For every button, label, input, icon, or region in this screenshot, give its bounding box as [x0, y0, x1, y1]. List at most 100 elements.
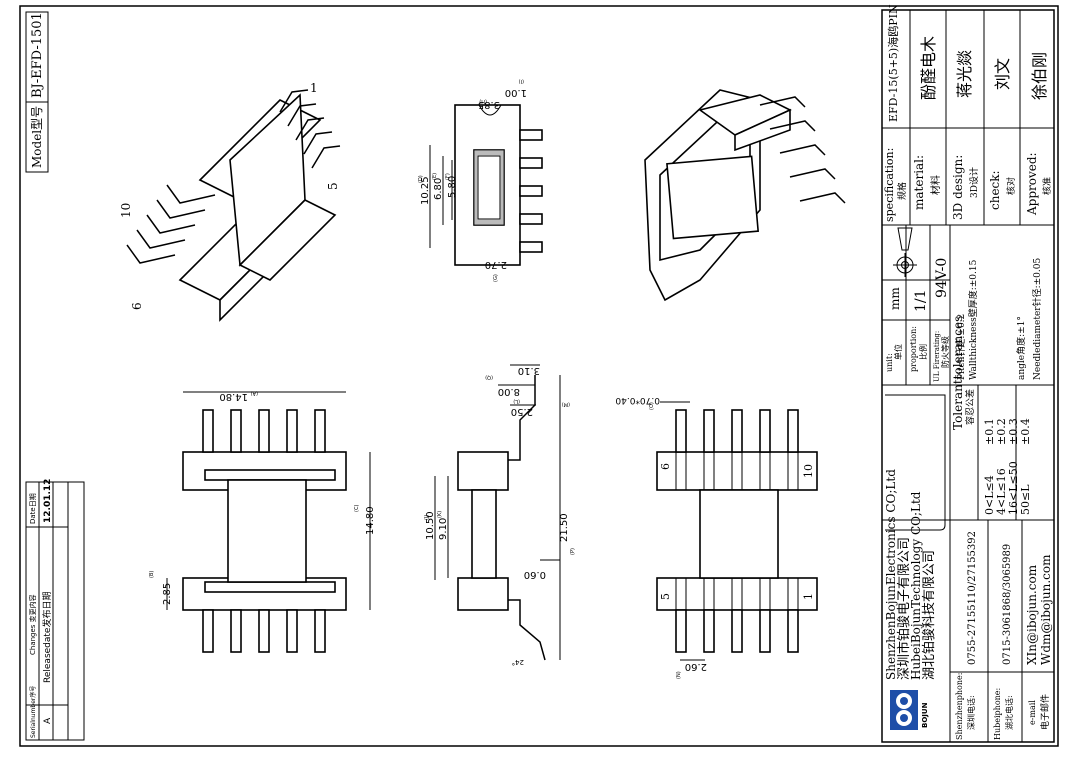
design-label-en: 3D design: — [951, 155, 965, 220]
dim-10-50: 10.50 — [425, 511, 436, 540]
pin-label-6: 6 — [130, 302, 144, 310]
approved-value: 徐伯刚 — [1030, 52, 1049, 100]
spec-label-cn: 规格 — [896, 182, 908, 200]
sz-phone-label-en: Shenzhenphone: — [955, 673, 964, 740]
tolerance-value: ±0.4 — [1019, 418, 1032, 445]
pin — [286, 409, 298, 453]
section-view: 10.25 6.80 5.80 3.85 1.00 2.70 (H) (I) (… — [418, 78, 543, 282]
ref-O: (O) — [649, 402, 655, 410]
projection-symbol-icon — [893, 227, 917, 277]
dim-3-10: 3.10 — [518, 365, 540, 376]
pin-slot — [787, 451, 799, 491]
proportion-label-en: proportion: — [909, 326, 918, 372]
rev-header-date: Date日期 — [29, 493, 37, 524]
pin — [156, 199, 206, 219]
spec-label-en: specification: — [883, 148, 896, 222]
tolerance-title-en: Toleranttolerances — [951, 316, 965, 430]
pin-slot — [703, 451, 715, 491]
model-label: Model型号 — [30, 106, 44, 168]
pin — [202, 409, 214, 453]
pin — [731, 409, 743, 453]
bottom-pin-1: 1 — [802, 593, 815, 600]
pin — [769, 120, 816, 132]
email-value-2: Wdm@ibojun.com — [1039, 554, 1053, 665]
dim-2-85: 2.85 — [162, 583, 173, 605]
tolerance-range: 16<L≤50 — [1007, 461, 1020, 515]
pin — [787, 609, 799, 653]
pin — [303, 131, 333, 155]
pin-label-1: 1 — [310, 81, 318, 95]
pin — [787, 409, 799, 453]
pin — [126, 244, 176, 264]
pin-slot — [675, 451, 687, 491]
rev-change: Releasedate发布日期 — [41, 592, 53, 683]
pin-label-10: 10 — [119, 203, 133, 218]
pin — [295, 117, 325, 141]
dim-0-60: 0.60 — [524, 569, 546, 580]
tolerance-range: 4<L≤16 — [995, 468, 1008, 515]
ref-P: (P) — [570, 548, 576, 555]
revision-table: Serialnumber序号 Changes 变更内容 Date日期 A Rel… — [25, 479, 85, 741]
iso-view-right — [644, 89, 846, 302]
dim-14-80-top: 14.80 — [219, 391, 248, 402]
pin-slot — [759, 451, 771, 491]
dim-1-00: 1.00 — [505, 87, 527, 98]
bottom-pin-5: 5 — [659, 593, 672, 600]
fire-label-en: UL Firerating: — [933, 331, 941, 382]
tolerance-note: Needlediameter针径:±0.05 — [1031, 258, 1043, 380]
hb-phone-label-en: Hubeiphone: — [993, 688, 1002, 740]
tolerance-range: 0<L≤4 — [983, 475, 996, 515]
bottom-view: 6 10 5 1 0.70*0.40 (O) 2.60 (N) (M) — [562, 395, 818, 679]
dim-2-70: 2.70 — [485, 259, 507, 270]
approved-label-cn: 核准 — [1041, 177, 1053, 195]
pin — [519, 213, 543, 225]
pin — [146, 214, 196, 234]
spec-value: EFD-15(5+5)海鸥PIN — [886, 4, 900, 122]
tolerance-ranges: 0<L≤4±0.14<L≤16±0.216<L≤50±0.350≤L±0.4 — [983, 418, 1032, 515]
dim-14-80-side: 14.80 — [365, 506, 376, 535]
ref-I: (I) — [519, 78, 524, 84]
bottom-pin-6: 6 — [659, 463, 672, 470]
check-label-cn: 核对 — [1005, 177, 1017, 195]
pin — [286, 609, 298, 653]
bojun-logo-icon: BOJUN — [890, 690, 929, 730]
logo-text: BOJUN — [921, 702, 929, 728]
pin — [731, 609, 743, 653]
pin — [703, 409, 715, 453]
hb-phone-label-cn: 湖北电话: — [1004, 695, 1014, 730]
pin — [759, 609, 771, 653]
pin — [279, 89, 309, 113]
pin — [258, 609, 270, 653]
dim-5-80: 5.80 — [447, 176, 458, 198]
ref-G: (G) — [493, 274, 499, 282]
ref-F: (F) — [445, 173, 451, 180]
dim-0-70: 0.70*0.40 — [615, 395, 660, 405]
material-label-en: material: — [912, 155, 926, 210]
email-label-cn: 电子邮件 — [1039, 694, 1051, 730]
pin — [759, 409, 771, 453]
pin — [799, 192, 846, 204]
hb-phone-value: 0715-3061868/3065989 — [1002, 544, 1013, 665]
pin — [314, 409, 326, 453]
dim-3-85: 3.85 — [478, 99, 500, 110]
sz-phone-value: 0755-27155110/27155392 — [967, 531, 978, 665]
pin — [703, 609, 715, 653]
company-line-1: ShenzhenBojunElectronics CO;Ltd — [884, 469, 898, 680]
pin-label-5: 5 — [326, 182, 340, 190]
pin — [287, 103, 317, 127]
front-view: 10.50 9.10 21.50 0.60 8.00 3.10 2.50 24°… — [424, 364, 576, 666]
tolerance-note: Wallthickness壁厚度:±0.15 — [967, 259, 979, 380]
rev-date: 12.01.12 — [43, 479, 53, 523]
tolerance-note: angle角度:±1° — [1015, 316, 1027, 380]
ref-D: (D) — [418, 175, 424, 183]
ref-K: (K) — [437, 511, 443, 518]
sheet-border — [19, 5, 1059, 747]
dim-2-50: 2.50 — [511, 406, 533, 417]
ref-A: (A) — [251, 390, 258, 396]
tolerance-note: Pitch针距:±0.2 — [955, 314, 967, 380]
pin — [675, 409, 687, 453]
ref-J: (J) — [424, 515, 430, 520]
pin-slot — [731, 451, 743, 491]
unit-label-en: unit: — [885, 353, 894, 372]
